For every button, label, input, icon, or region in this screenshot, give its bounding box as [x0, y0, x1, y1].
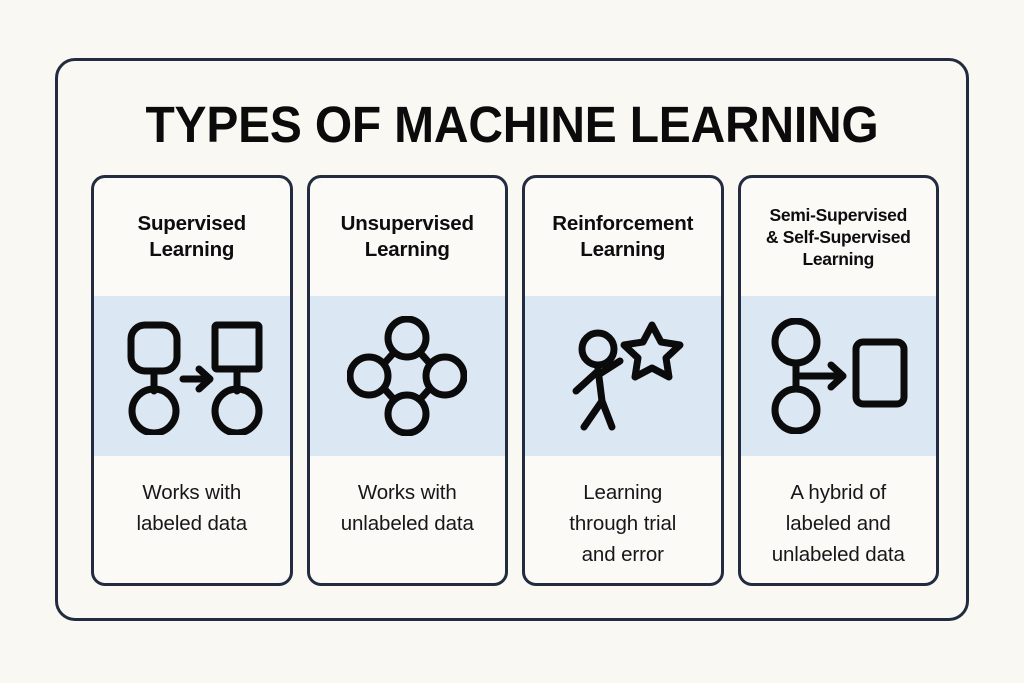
icon-band-reinforcement [525, 296, 721, 456]
two-circles-arrow-to-square-icon [768, 318, 908, 434]
person-reaching-for-star-icon [560, 313, 686, 439]
icon-band-supervised [94, 296, 290, 456]
rounded-square-to-square-nodes-arrow-icon [121, 317, 263, 435]
icon-band-semi-self-supervised [740, 296, 936, 456]
four-node-diamond-cluster-icon [347, 316, 468, 436]
page-title: TYPES OF MACHINE LEARNING [145, 96, 879, 153]
icon-band-unsupervised [309, 296, 505, 456]
